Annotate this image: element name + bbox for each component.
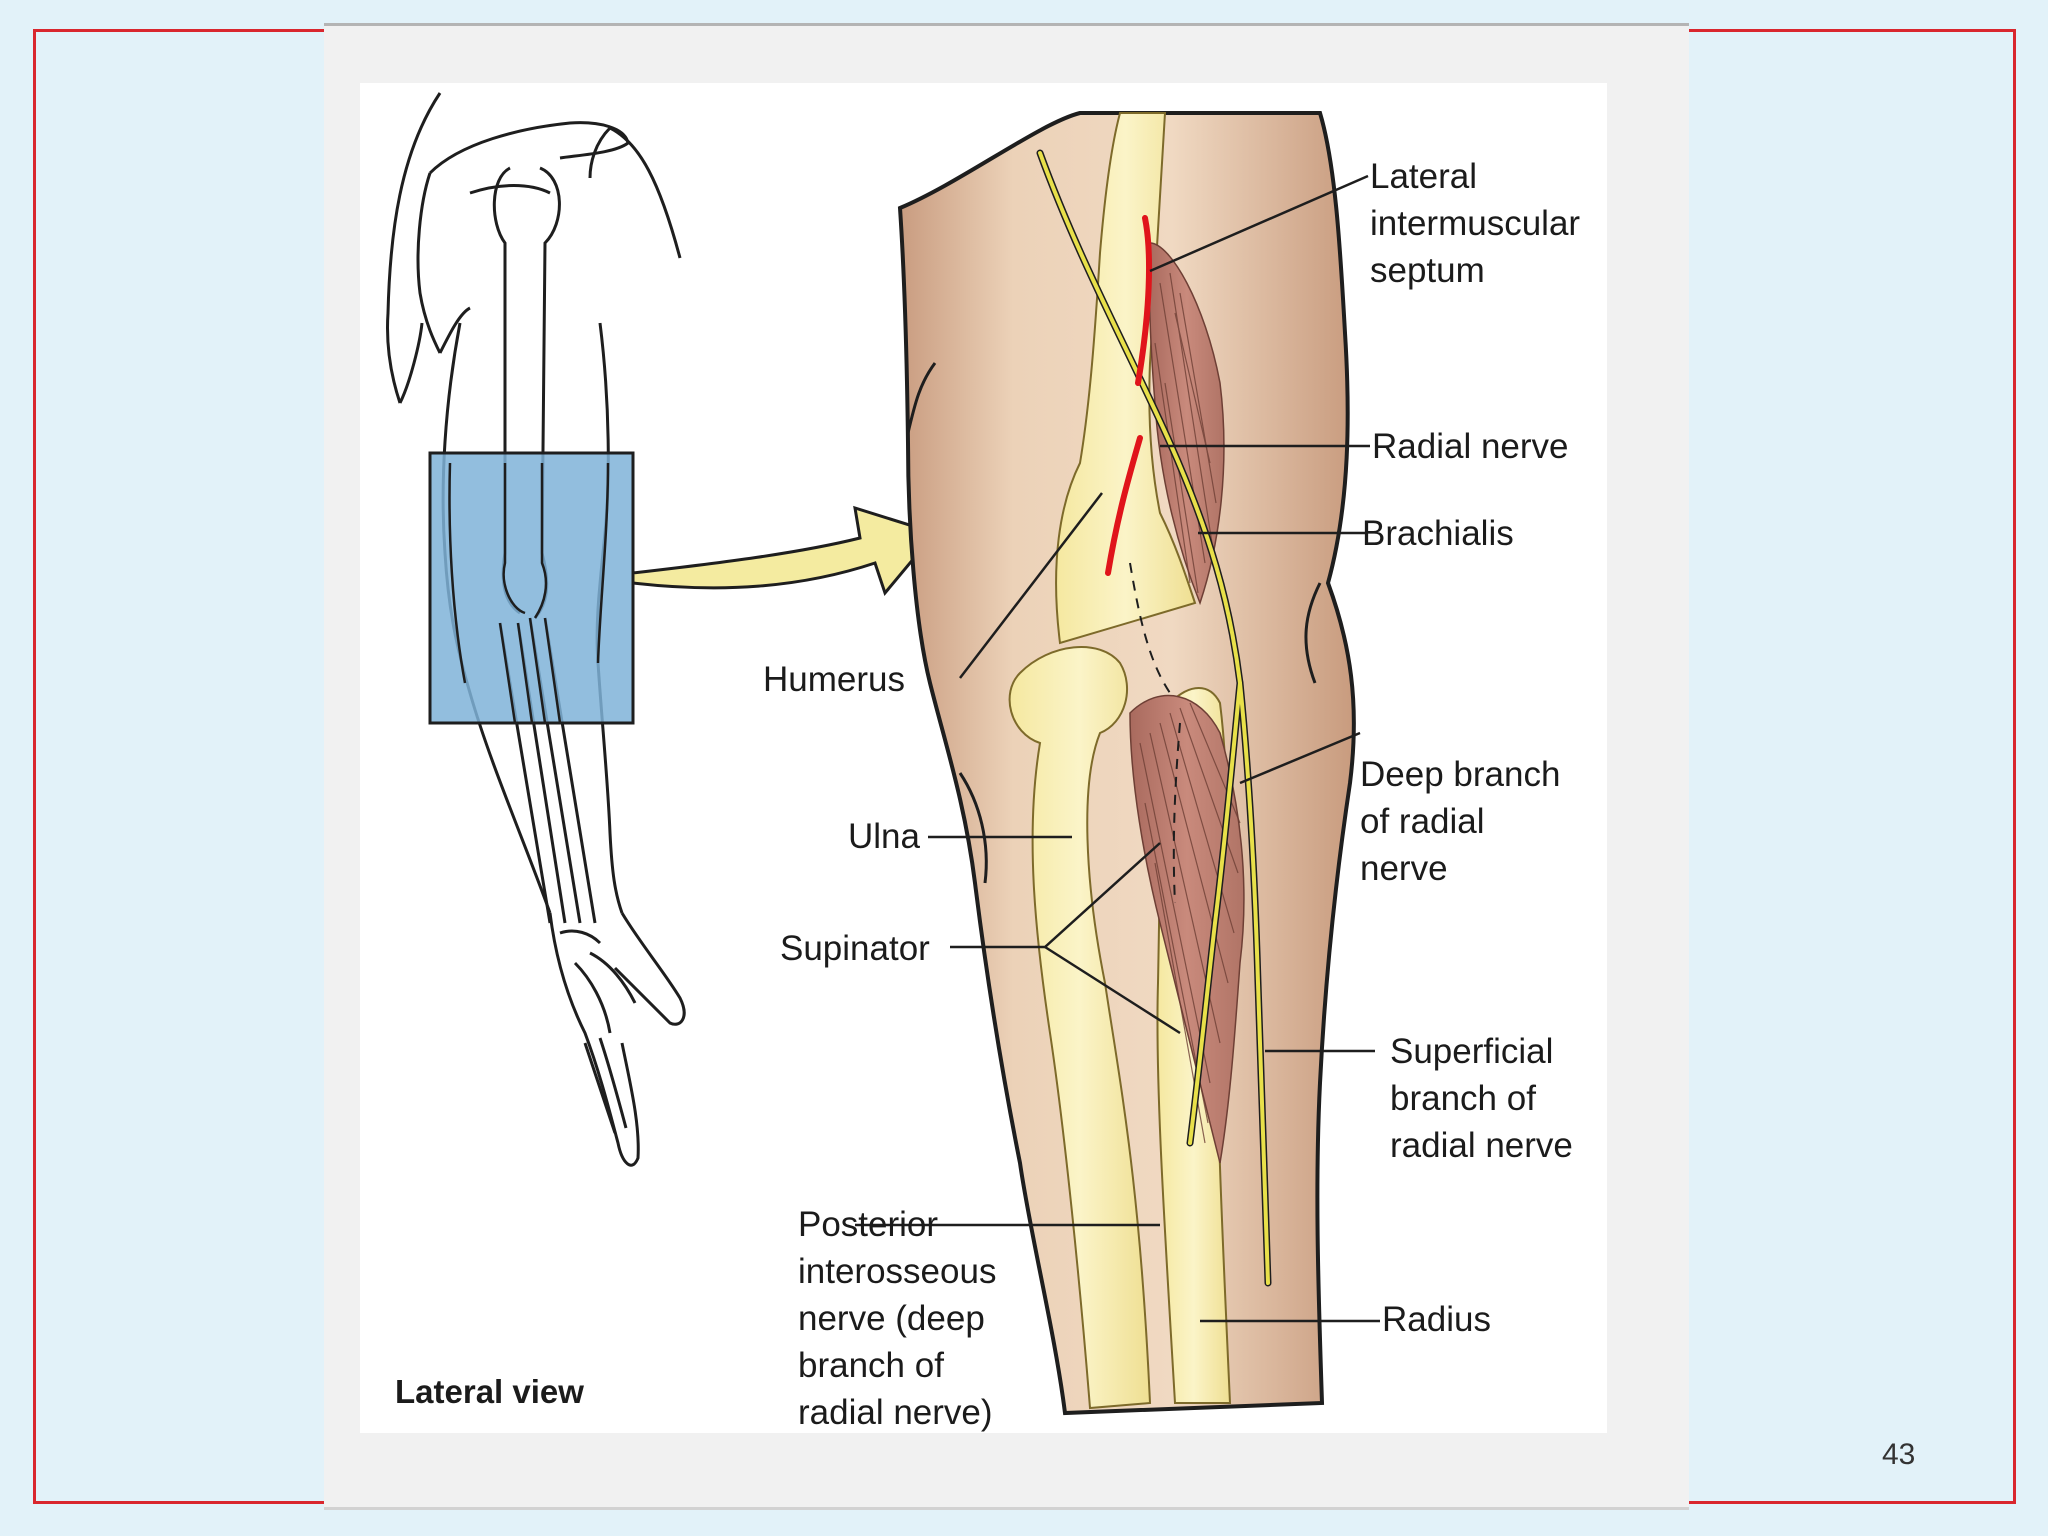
label-radius: Radius (1382, 1300, 1491, 1339)
zoom-arrow (631, 505, 938, 597)
label-superficial-branch: Superficial branch of radial nerve (1390, 1032, 1573, 1165)
label-radial-nerve: Radial nerve (1372, 427, 1569, 466)
anatomy-figure: Lateral intermuscular septum Radial nerv… (360, 83, 1607, 1433)
leader-deep-branch (1239, 731, 1361, 785)
forearm-detail (855, 111, 1380, 1416)
label-brachialis: Brachialis (1362, 514, 1514, 553)
label-ulna: Ulna (848, 817, 920, 856)
leader-septum (1149, 174, 1369, 273)
anatomy-illustration (386, 92, 1380, 1416)
label-deep-branch: Deep branch of radial nerve (1360, 755, 1561, 888)
label-posterior-interosseous: Posterior interosseous nerve (deep branc… (798, 1205, 997, 1432)
label-lateral-intermuscular-septum: Lateral intermuscular septum (1370, 157, 1581, 290)
label-lateral-view: Lateral view (395, 1373, 584, 1410)
elbow-in-box (448, 462, 610, 724)
label-humerus: Humerus (763, 660, 905, 699)
page-number: 43 (1882, 1438, 1916, 1471)
label-supinator: Supinator (780, 929, 930, 968)
leader-humerus (959, 492, 1103, 679)
